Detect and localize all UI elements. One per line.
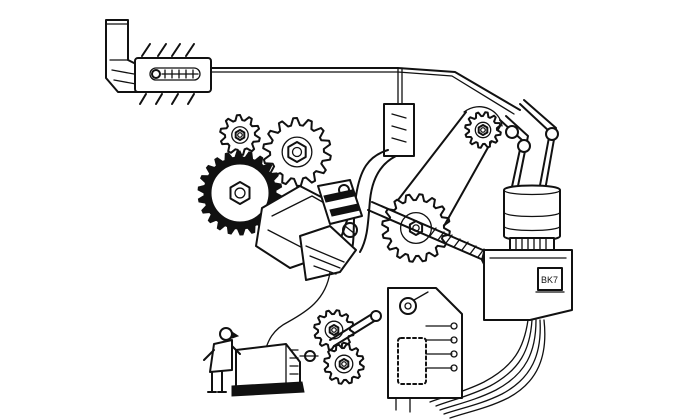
circuit-board <box>387 287 463 413</box>
linkage-arms <box>499 99 559 197</box>
lower-gear-lower <box>323 343 365 385</box>
tiny-person <box>203 327 241 393</box>
medium-gear <box>262 117 332 187</box>
motor-housing <box>255 179 363 281</box>
heater-block <box>134 43 212 105</box>
control-box: BK7 <box>483 249 573 321</box>
small-gear <box>219 114 261 156</box>
center-gear <box>381 193 451 263</box>
pulley-gear <box>464 111 502 149</box>
cylinder-unit <box>503 184 561 251</box>
book-box <box>231 343 319 397</box>
long-wire <box>265 271 331 349</box>
top-rod <box>210 67 521 115</box>
lever-arm <box>329 310 382 347</box>
control-box-label: BK7 <box>541 275 558 285</box>
switch-panel <box>349 103 415 259</box>
